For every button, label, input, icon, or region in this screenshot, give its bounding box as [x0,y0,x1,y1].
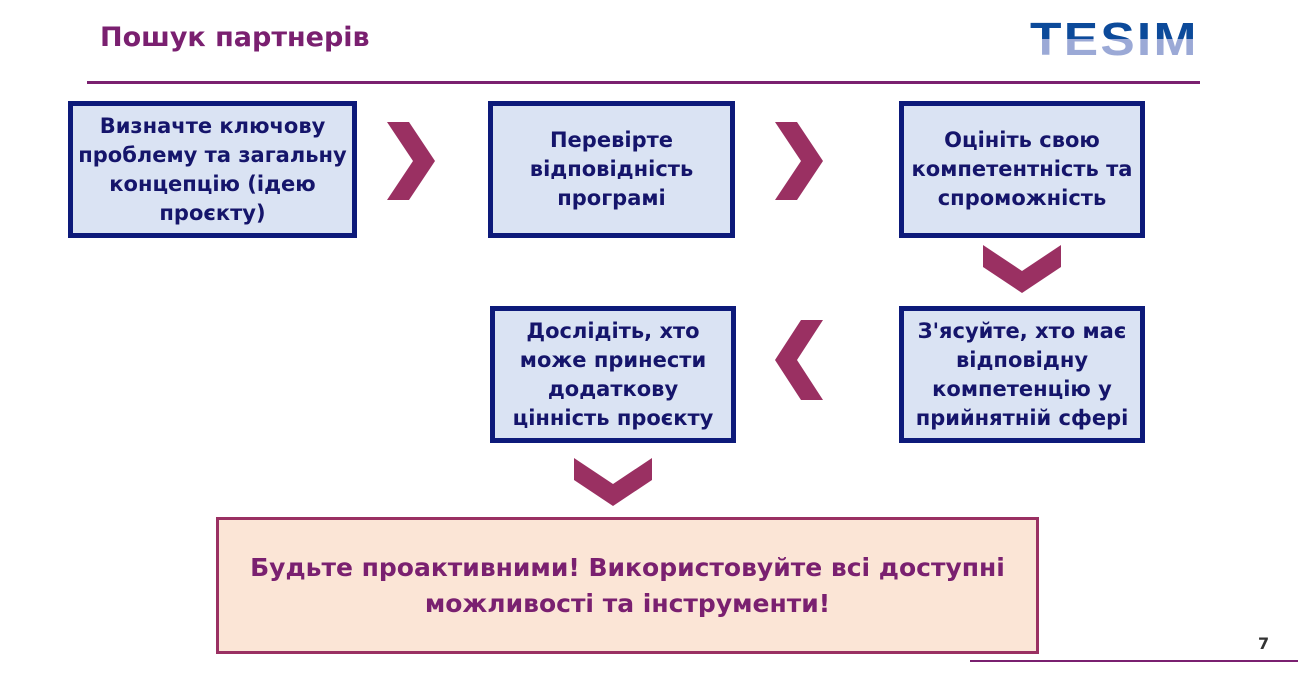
step-box-5: Дослідіть, хто може принести додаткову ц… [490,306,736,443]
conclusion-text: Будьте проактивними! Використовуйте всі … [250,552,1005,618]
step-box-1: Визначте ключову проблему та загальну ко… [68,101,357,238]
page-number: 7 [1258,634,1270,653]
step-box-2: Перевірте відповідність програмі [488,101,735,238]
chevron-left-icon [775,320,823,400]
chevron-right-icon [775,122,823,200]
tesim-logo: TESIM [1030,13,1199,65]
title-divider [87,81,1200,84]
step-box-3: Оцініть свою компетентність та спроможні… [899,101,1145,238]
conclusion-box: Будьте проактивними! Використовуйте всі … [216,517,1039,654]
step-box-4: З'ясуйте, хто має відповідну компетенцію… [899,306,1145,443]
footer-divider [970,660,1298,662]
slide-title: Пошук партнерів [100,22,370,53]
chevron-right-icon [387,122,435,200]
chevron-down-icon [574,458,652,506]
chevron-down-icon [983,245,1061,293]
